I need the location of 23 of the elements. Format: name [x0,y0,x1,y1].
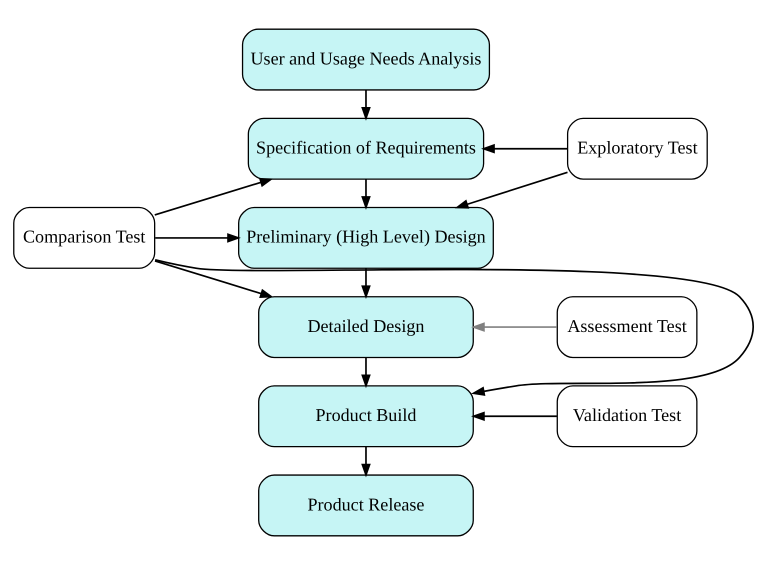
arrow [471,322,557,332]
arrow [454,171,568,208]
arrow [481,143,568,154]
node-box: Exploratory Test [566,117,708,180]
node-box: Preliminary (High Level) Design [238,206,494,268]
node-box: Product Build [258,384,474,447]
arrow [154,258,754,396]
arrow [361,178,371,210]
node-box: Detailed Design [258,296,474,358]
arrow [154,260,274,298]
node-box: Specification of Requirements [248,117,484,180]
node-box: Product Release [258,474,474,536]
node-box: Validation Test [556,384,698,447]
arrow [361,357,371,388]
arrow [154,177,274,216]
arrow [361,90,371,120]
node-box: Assessment Test [556,296,698,358]
arrow [471,410,557,421]
arrow [361,446,371,477]
arrow [155,232,241,242]
node-box: User and Usage Needs Analysis [242,28,490,90]
node-box: Comparison Test [13,206,156,268]
arrow [361,268,371,299]
